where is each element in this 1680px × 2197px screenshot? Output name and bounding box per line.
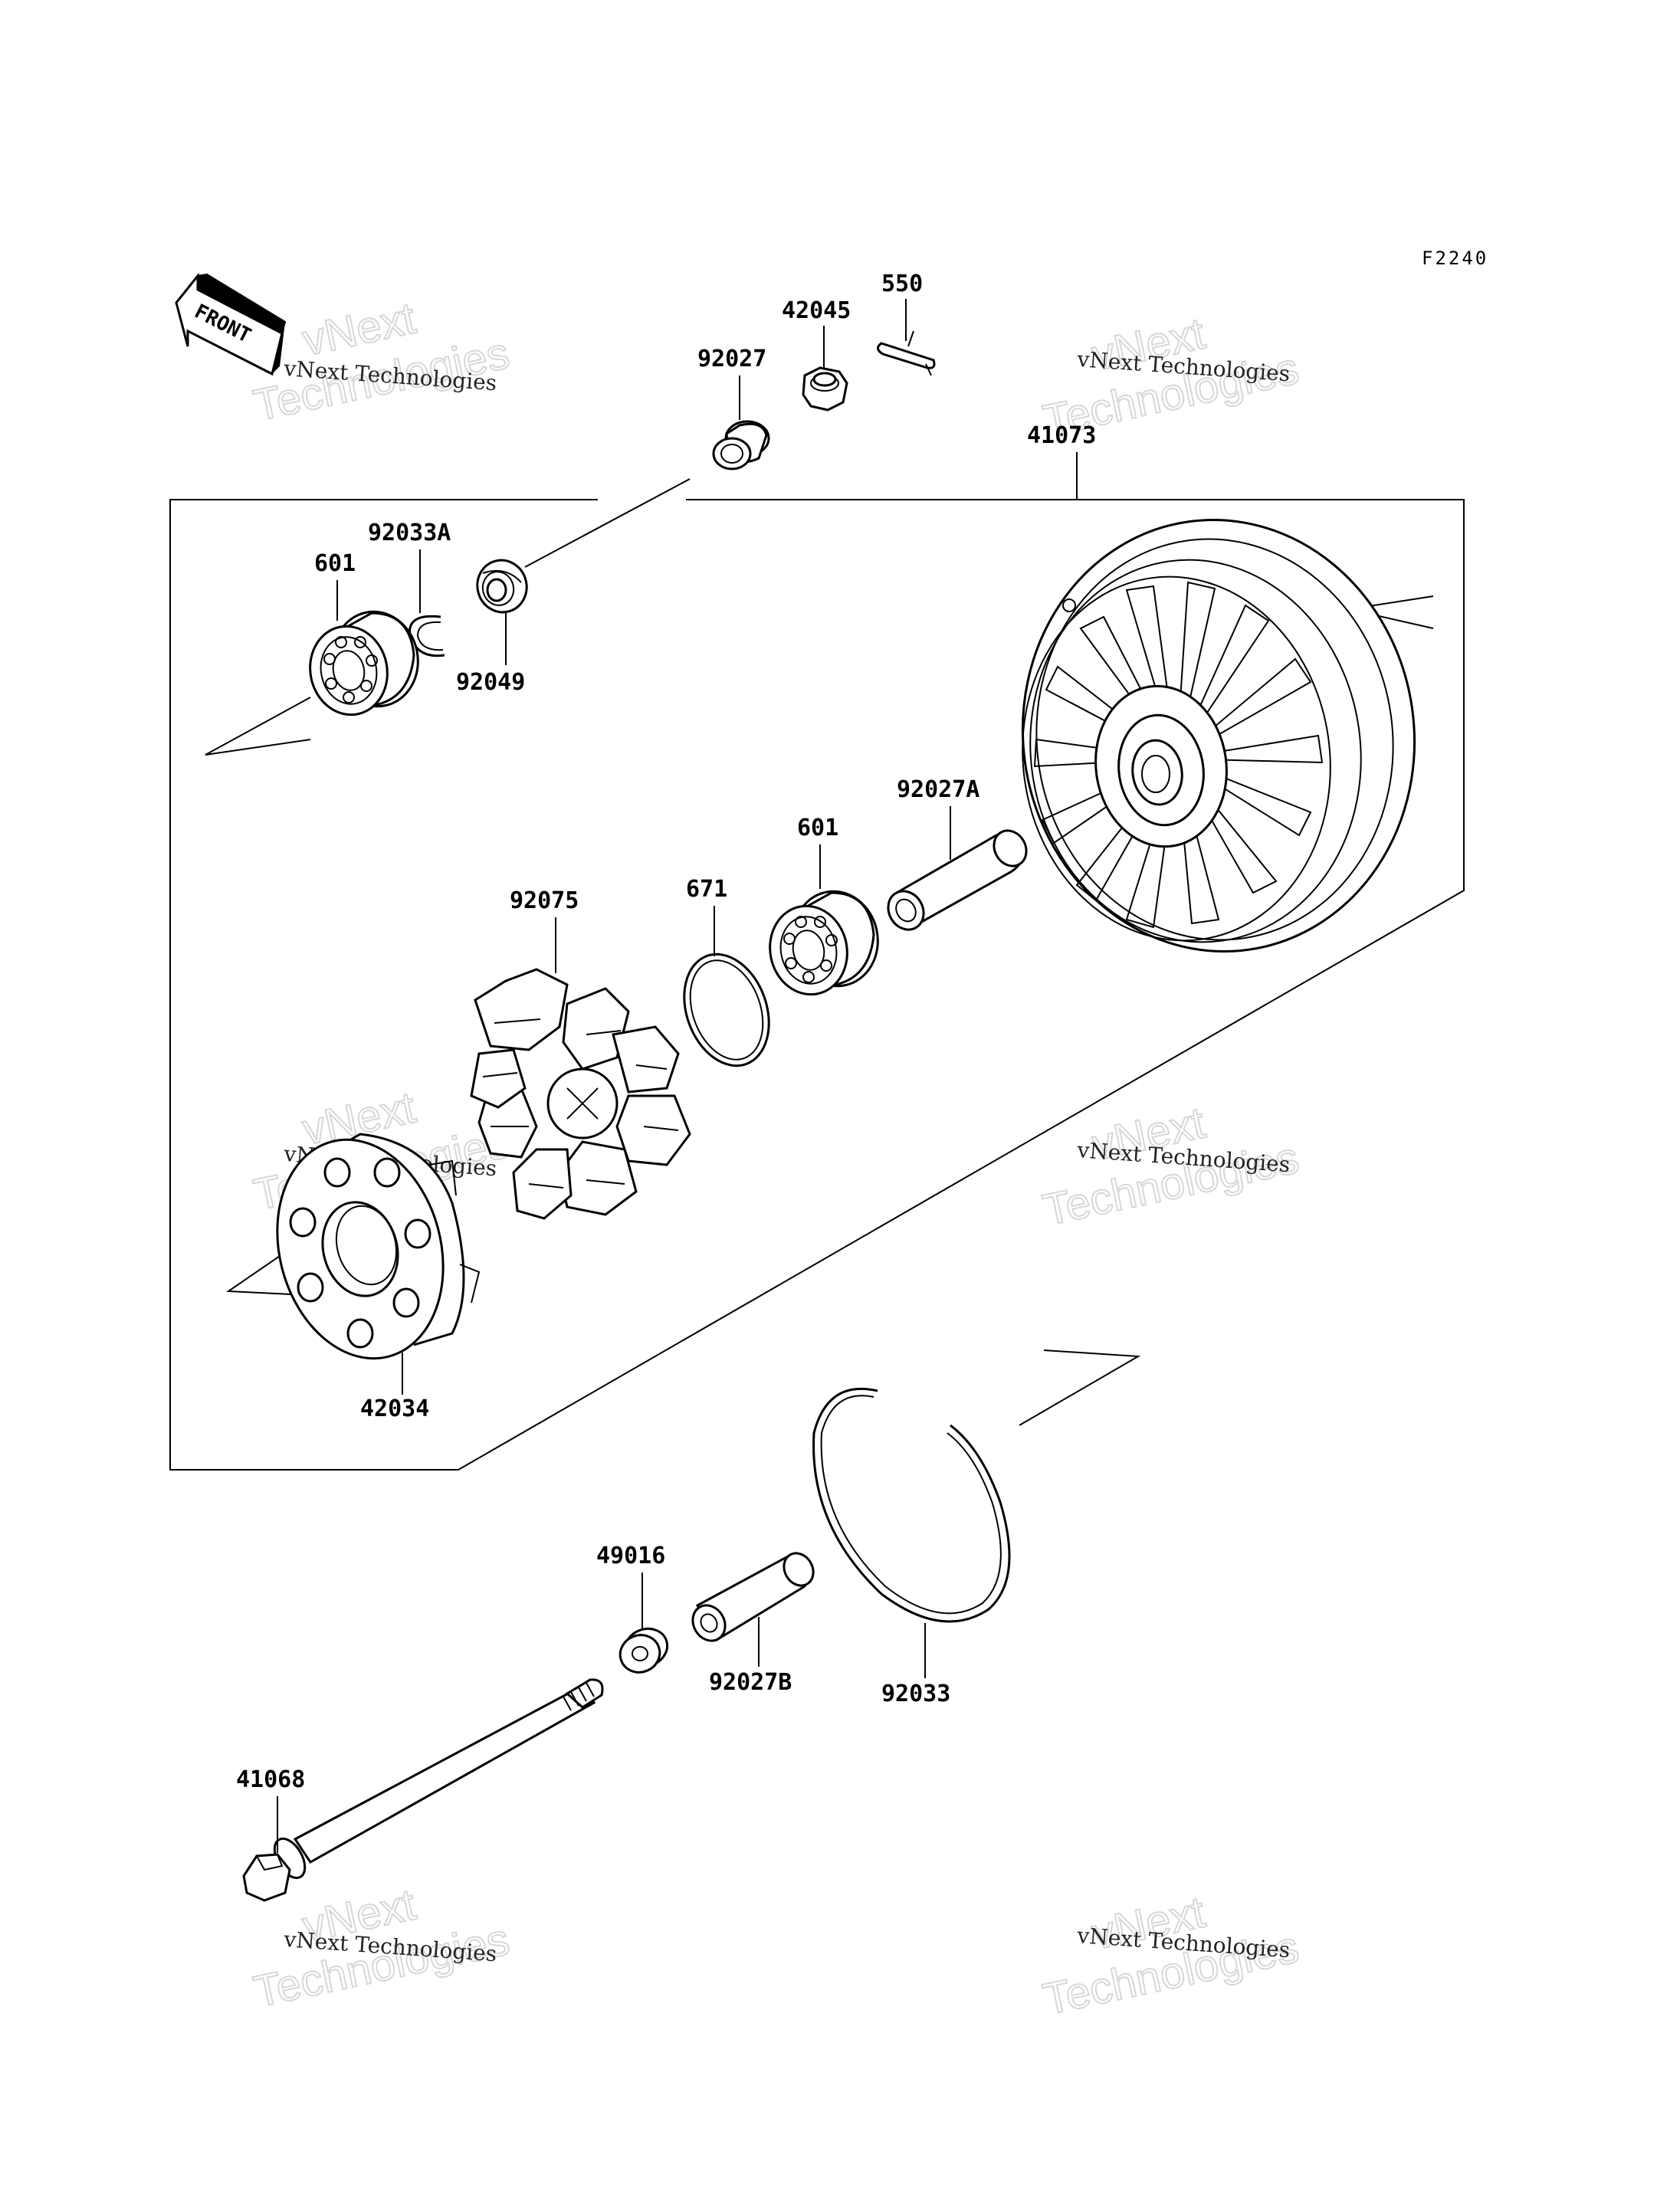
label-92027A: 92027A xyxy=(897,776,979,803)
cotter-pin-550 xyxy=(877,330,936,376)
label-601-top: 601 xyxy=(314,550,356,577)
assembly-frame xyxy=(169,499,1465,1471)
nut-42045 xyxy=(802,366,848,412)
label-42034: 42034 xyxy=(360,1395,429,1422)
label-92027: 92027 xyxy=(697,346,766,372)
axle-41068 xyxy=(242,1678,604,1902)
label-671: 671 xyxy=(686,876,727,903)
damper-92075 xyxy=(470,968,691,1220)
wheel-41073 xyxy=(1021,518,1416,953)
label-601-mid: 601 xyxy=(797,815,838,841)
circlip-92033 xyxy=(812,1387,1011,1623)
washer-49016 xyxy=(619,1627,669,1674)
seal-92049 xyxy=(476,559,528,614)
label-92033A: 92033A xyxy=(368,520,451,546)
bearing-601-top xyxy=(309,610,419,716)
collar-92027A xyxy=(887,829,1028,931)
axis-arrows xyxy=(205,595,1434,1426)
front-arrow-icon: FRONT xyxy=(175,272,287,376)
leader-axle-path xyxy=(524,478,691,568)
label-92033: 92033 xyxy=(881,1681,950,1707)
label-42045: 42045 xyxy=(782,297,851,324)
collar-92027 xyxy=(712,420,770,471)
label-92027B: 92027B xyxy=(709,1669,792,1696)
label-41068: 41068 xyxy=(236,1766,305,1793)
label-550: 550 xyxy=(881,271,923,297)
label-92049: 92049 xyxy=(456,669,525,696)
label-49016: 49016 xyxy=(596,1543,665,1569)
label-92075: 92075 xyxy=(510,887,579,914)
label-41073: 41073 xyxy=(1027,422,1096,449)
oring-671 xyxy=(683,953,770,1067)
diagram-code: F2240 xyxy=(1422,248,1488,269)
coupling-42034 xyxy=(276,1133,481,1360)
bearing-601-mid xyxy=(769,890,879,996)
collar-92027B xyxy=(691,1552,815,1642)
